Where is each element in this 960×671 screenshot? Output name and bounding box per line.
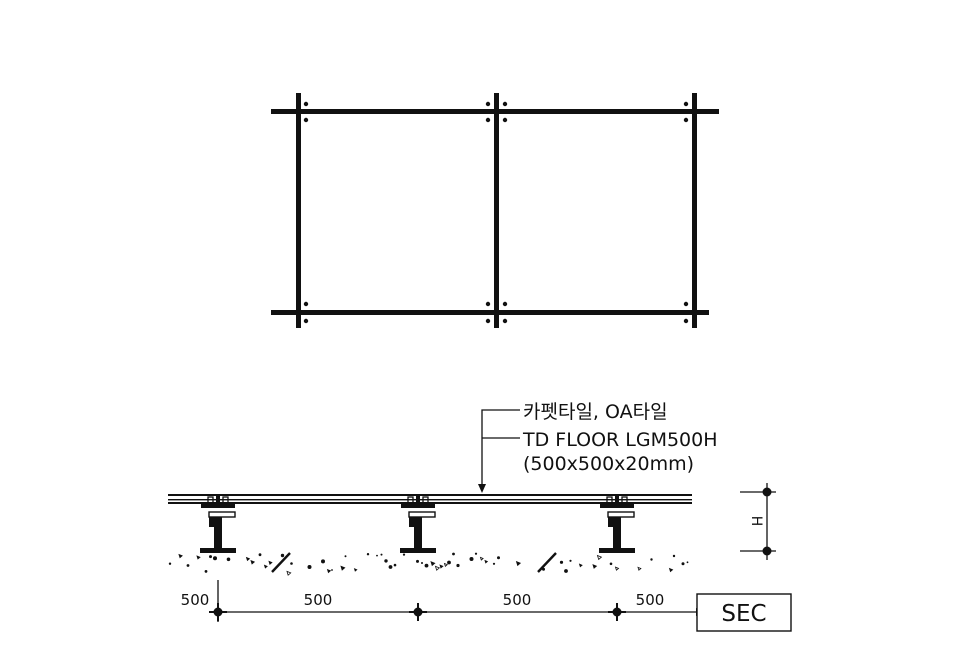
annotation-leader	[478, 409, 520, 493]
dimension-label-4: 500	[636, 591, 665, 609]
height-dimension	[740, 483, 776, 560]
dimension-label-3: 500	[503, 591, 532, 609]
section-label: SEC	[721, 601, 766, 627]
stringer-horizontal-bottom	[271, 310, 709, 315]
plan-grid	[271, 93, 719, 328]
width-dimension	[208, 580, 704, 622]
stringer-vertical-center	[494, 93, 499, 328]
annotation-tile-label: 카펫타일, OA타일	[523, 401, 668, 423]
height-label: H	[748, 516, 764, 527]
stringer-vertical-left	[296, 93, 301, 328]
annotation-size-label: (500x500x20mm)	[523, 453, 694, 475]
dimension-label-2: 500	[304, 591, 333, 609]
panel-fastener-dots	[303, 101, 689, 324]
dimension-label-1: 500	[181, 591, 210, 609]
annotation-floor-label: TD FLOOR LGM500H	[522, 429, 718, 451]
stringer-vertical-right	[692, 93, 697, 328]
floor-panel-section	[168, 494, 692, 504]
concrete-slab	[168, 552, 689, 576]
section-label-box	[696, 593, 792, 632]
